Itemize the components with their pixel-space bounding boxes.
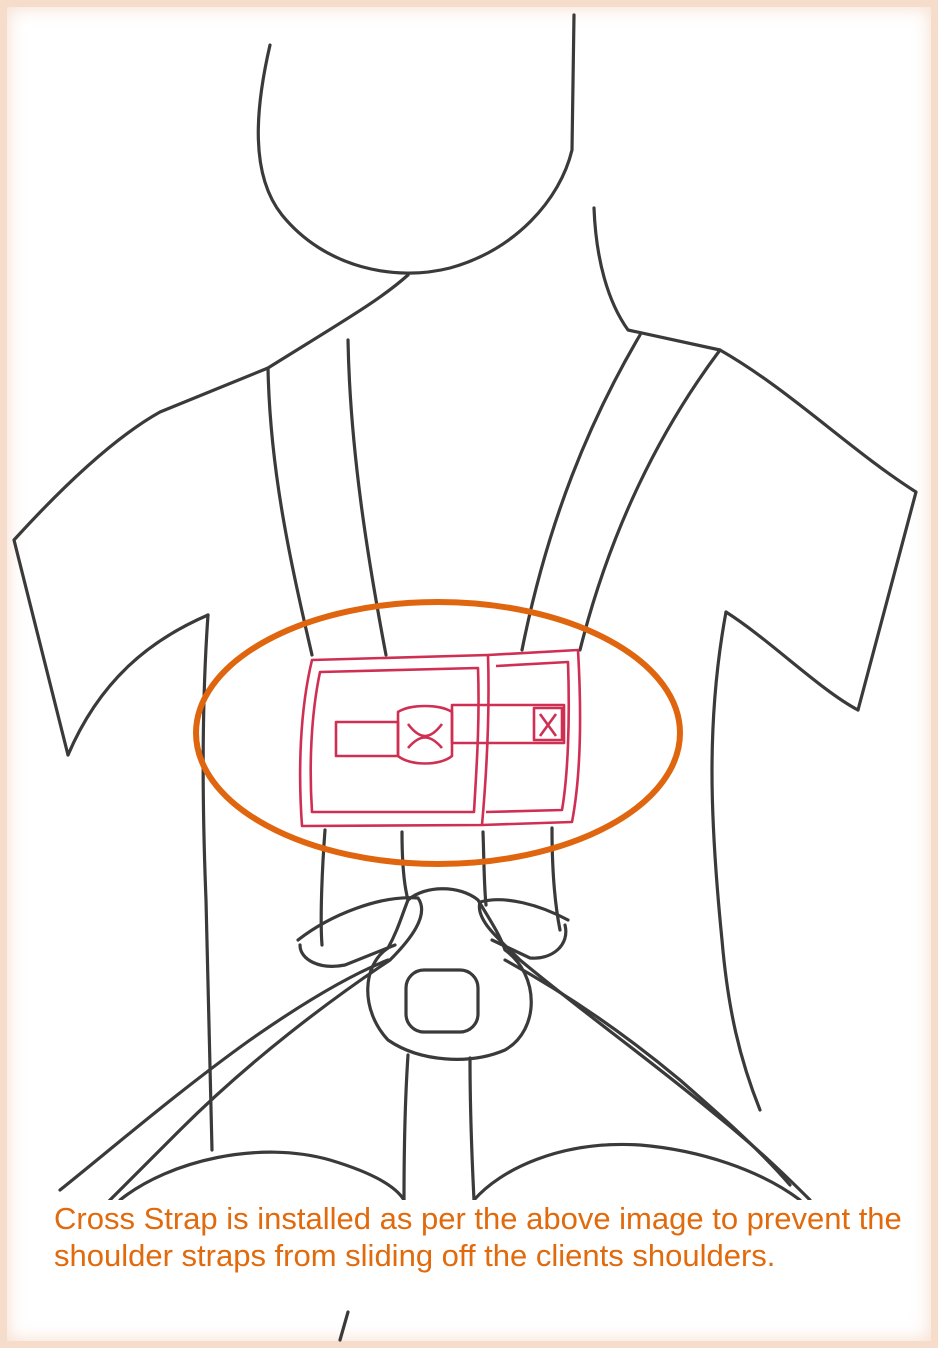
right-shoulder-strap-outer xyxy=(578,348,722,652)
cross-strap-buckle xyxy=(396,704,454,765)
left-shoulder-strap-outer xyxy=(266,366,314,657)
buckle-right-tongue-inner xyxy=(490,923,568,960)
right-arm-inner xyxy=(724,610,860,712)
cross-strap xyxy=(298,648,582,828)
left-strap-lower-outer xyxy=(319,828,327,947)
buckle-body xyxy=(366,887,533,1061)
right-strap-lower-outer xyxy=(550,826,562,932)
stray-mark-lower xyxy=(338,1310,350,1342)
buckle-release-button xyxy=(404,968,480,1034)
cross-strap-left-pad xyxy=(298,653,490,828)
left-arm-inner xyxy=(66,613,210,757)
lap-belt-left-upper xyxy=(58,958,390,1192)
cross-strap-left-pad-inner xyxy=(309,666,480,814)
neck-shoulder-left xyxy=(12,273,410,757)
neck-shoulder-right xyxy=(592,206,918,712)
cross-strap-tab xyxy=(532,706,564,742)
head-outline xyxy=(256,13,576,275)
buckle-left-tongue xyxy=(88,896,424,1222)
crotch-strap-left xyxy=(402,1053,410,1202)
buckle-left-tongue-inner xyxy=(298,943,397,968)
cross-strap-webbing-left xyxy=(334,720,400,758)
left-strap-lower-inner xyxy=(400,830,410,902)
crotch-strap-right xyxy=(468,1056,476,1202)
torso-right-side xyxy=(710,610,762,1112)
highlight-ellipse xyxy=(193,599,683,867)
cross-strap-tab-x-mark xyxy=(538,713,558,737)
cross-strap-right-pad-inner xyxy=(485,660,571,814)
left-shoulder-strap-inner xyxy=(346,338,388,657)
caption-text: Cross Strap is installed as per the abov… xyxy=(54,1200,914,1274)
thigh-right xyxy=(472,1142,802,1202)
right-shoulder-strap-inner xyxy=(520,333,642,652)
right-strap-lower-inner xyxy=(481,830,488,907)
lap-belt-right-upper xyxy=(503,958,792,1187)
cross-strap-right-pad xyxy=(481,648,582,827)
thigh-left xyxy=(118,1150,406,1202)
